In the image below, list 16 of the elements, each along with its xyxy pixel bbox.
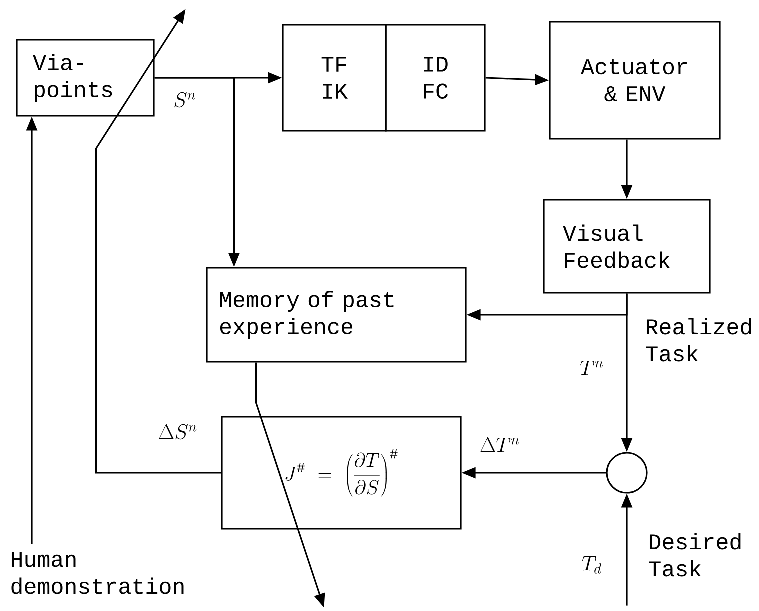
edge-label: $T_{d}$: [581, 555, 604, 575]
edge-label: $S^{n}$: [172, 92, 198, 108]
via-points-box: Via-points: [16, 39, 155, 117]
process-box: TF IK: [282, 24, 387, 132]
summing-circle: [606, 452, 648, 494]
memory-box: Memory of past experience: [206, 267, 467, 363]
edge-label: $\Delta T^{n}$: [478, 436, 522, 454]
jacobian-box: $J^{\#} = \left(\frac{\partial T}{\partial S}\right)^{\#}$: [221, 416, 462, 530]
process-box: ID FC: [385, 24, 486, 132]
process-box: Actuator & ENV: [549, 21, 721, 140]
process-box: Visual Feedback: [543, 199, 711, 294]
signal-label: Desired Task: [649, 533, 741, 577]
edge-label: $\Delta S^{n}$: [157, 424, 199, 440]
input-text: Human demonstration: [12, 552, 184, 594]
signal-label: Realized Task: [646, 318, 752, 362]
edge-label: $T^{n}$: [579, 360, 605, 376]
